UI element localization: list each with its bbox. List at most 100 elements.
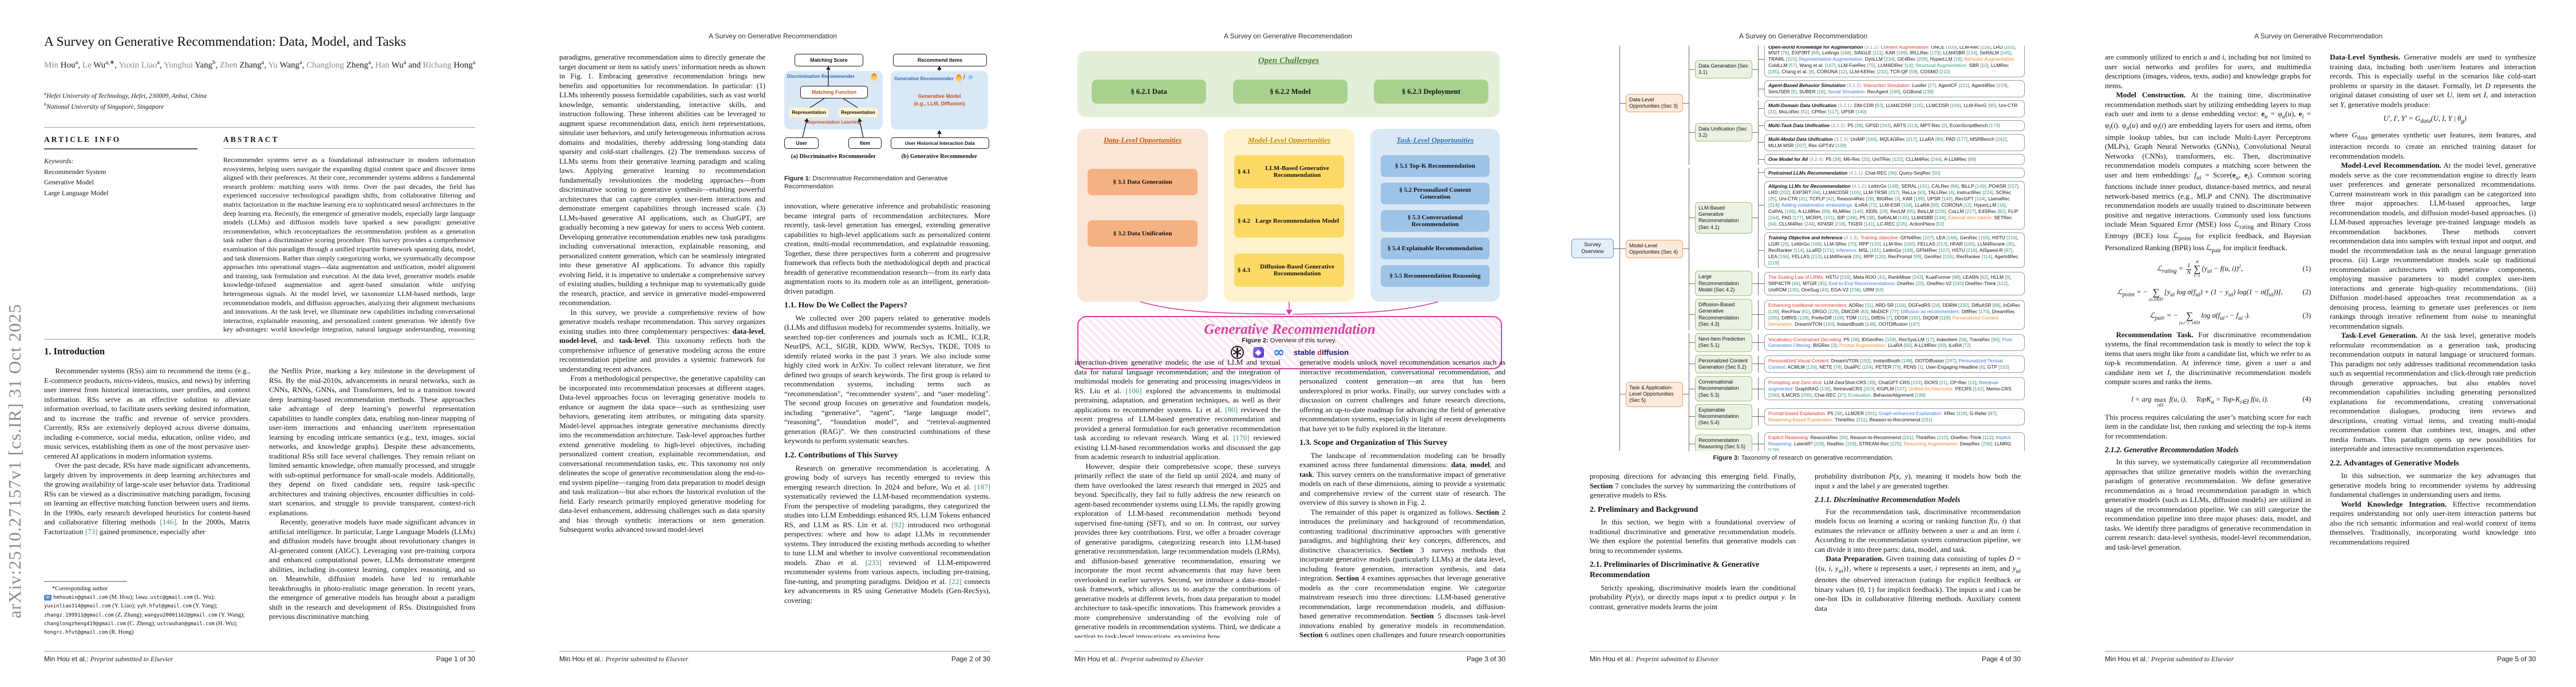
taxonomy-node: Data-Level Opportunities (Sec 3) — [1626, 93, 1683, 113]
taxonomy-leaf: The Scaling Law of LRMs: HSTU [216], Met… — [1764, 271, 2025, 295]
taxonomy-node: Explainable Recommendation (Sec 5.4) — [1695, 404, 1752, 429]
taxonomy-leaf: Multi-Domain Data Unification (3.2.1): D… — [1764, 100, 2025, 117]
taxonomy-node: Next-Item Prediction (Sec 5.1) — [1695, 333, 1752, 352]
paragraph: World Knowledge Integration. Effective r… — [2330, 499, 2536, 546]
snowflake-icon: ❄ — [968, 74, 974, 81]
taxonomy-leaf: Training Objective and Inference (4.1.3)… — [1764, 232, 2025, 269]
data-level-panel: Data-Level Opportunities§ 3.1 Data Gener… — [1077, 129, 1208, 302]
paragraph: We collected over 200 papers related to … — [784, 313, 990, 445]
section-heading: 1.2. Contributions of This Survey — [784, 451, 898, 460]
stable-diffusion-wordmark: stable diffusion — [1293, 348, 1349, 357]
discriminative-container — [784, 71, 883, 129]
abstract-text: Recommender systems serve as a foundatio… — [223, 156, 475, 334]
opportunity-box: § 3.2 Data Unification — [1088, 220, 1198, 247]
opportunity-box: § 5.4 Explainable Recommendation — [1381, 238, 1490, 259]
paragraph: In this section, we begin with a foundat… — [1590, 518, 1796, 555]
footer-rule — [1590, 651, 2021, 652]
footnote: *Corresponding author ✉hmhoumin@gmail.co… — [44, 585, 251, 637]
article-info-heading: ARTICLE INFO — [44, 135, 121, 144]
paragraph: For the recommendation task, discriminat… — [1815, 507, 2021, 554]
paragraph: paradigms, generative recommendation aim… — [559, 53, 765, 307]
taxonomy-node: Diffusion-Based Generative Recommendatio… — [1695, 299, 1752, 331]
paragraph: The landscape of recommendation modeling… — [1299, 451, 1506, 507]
paragraph: probability distribution P(x, y), meanin… — [1815, 472, 2021, 490]
item-box: Item — [848, 137, 882, 149]
matching-function-box: Matching Function — [800, 86, 868, 98]
meta-logo: ∞ — [1273, 344, 1285, 360]
paragraph: Research on generative recommendation is… — [784, 463, 990, 605]
page-number: Page 5 of 30 — [2496, 655, 2536, 663]
keywords-block: Keywords: Recommender System Generative … — [44, 156, 204, 198]
paragraph: However, despite their comprehensive sco… — [1074, 461, 1281, 638]
opportunity-box: § 5.5 Recommendation Reasoning — [1381, 265, 1490, 287]
representation-box: Representation — [838, 108, 878, 117]
taxonomy-node: Model-Level Opportunities (Sec 4) — [1626, 239, 1683, 259]
column-left: Recommender systems (RSs) aim to recomme… — [44, 366, 250, 577]
generative-label: Generative Recommender — [894, 76, 954, 81]
figure2-arrows — [1140, 301, 1439, 315]
open-challenges-panel: Open Challenges § 6.2.1 Data§ 6.2.2 Mode… — [1077, 51, 1500, 117]
column-left: proposing directions for advancing this … — [1590, 472, 1796, 638]
taxonomy-leaf: Explicit Reasoning: Reason4Rec [30], Rea… — [1764, 432, 2025, 451]
generative-recommendation-title: Generative Recommendation — [1204, 322, 1376, 337]
column-right: probability distribution P(x, y), meanin… — [1815, 472, 2021, 638]
page-footer: Min Hou et al.: Preprint submitted to El… — [2105, 655, 2536, 664]
paragraph: are commonly utilized to enrich u and i,… — [2105, 53, 2311, 90]
page-footer: Min Hou et al.: Preprint submitted to El… — [559, 655, 990, 664]
figure-1: Matching Score Discriminative Recommende… — [784, 53, 990, 170]
taxonomy-leaf: Agent-Based Behavior Simulation (3.1.2):… — [1764, 80, 2025, 97]
footnote-rule — [44, 581, 127, 582]
running-header: A Survey on Generative Recommendation — [2254, 32, 2383, 40]
footer-rule — [559, 651, 990, 652]
slash: / — [963, 74, 965, 81]
section-heading: 2. Preliminary and Background — [1590, 505, 1698, 514]
subsection-heading: 2.1.1. Discriminative Recommendation Mod… — [1815, 495, 1961, 504]
panel-title: Model-Level Opportunities — [1247, 136, 1331, 144]
taxonomy-leaf: Enhancing traditional recommenders: ADRe… — [1764, 299, 2025, 330]
taxonomy-node: Task & Application-Level Opportunities (… — [1626, 381, 1683, 407]
paragraph: This process requires calculating the us… — [2105, 412, 2311, 440]
opportunity-box: § 3.1 Data Generation — [1088, 169, 1198, 195]
taxonomy-leaf: Pretrained LLMs Recommendation (4.1.1): … — [1764, 167, 2025, 179]
paragraph: Task-Level Generation. At the task level… — [2330, 331, 2536, 453]
page-4: A Survey on Generative Recommendation Su… — [1546, 0, 2061, 687]
taxonomy-node: Recommendation Reasoning (Sec 5.5) — [1695, 434, 1752, 451]
footer-left: Min Hou et al.: Preprint submitted to El… — [1590, 655, 1719, 663]
page-number: Page 1 of 30 — [436, 655, 475, 663]
column-left: interaction-driven generative models; th… — [1074, 358, 1281, 638]
taxonomy-node: LLM-Based Generative Recommendation (Sec… — [1695, 202, 1752, 234]
keyword: Large Language Model — [44, 188, 109, 197]
generative-model-label: Generative Model (e.g., LLM, Diffusion) — [914, 93, 965, 106]
paragraph: Model-Level Recommendation. At the model… — [2330, 161, 2536, 330]
taxonomy-leaf: Multi-Task Data Unification (3.2.2): P5 … — [1764, 120, 2025, 131]
open-challenge-box: § 6.2.3 Deployment — [1374, 80, 1488, 104]
page-3: A Survey on Generative Recommendation Op… — [1030, 0, 1546, 687]
purple-ai-logo — [1253, 347, 1264, 358]
figure-2: Open Challenges § 6.2.1 Data§ 6.2.2 Mode… — [1072, 49, 1507, 369]
generative-recommendation-panel: Generative Recommendation ∞ stable diffu… — [1077, 316, 1502, 369]
equation: U′, I′, Y′ = Gdata(U, I, Y | θg) — [2383, 114, 2467, 125]
affiliation-a: aHefei University of Technology, Hefei, … — [44, 91, 207, 100]
column-right: Data-Level Synthesis. Generative models … — [2330, 53, 2536, 639]
openai-logo — [1230, 346, 1244, 359]
panel-title: Task-Level Opportunities — [1396, 136, 1474, 144]
abstract-heading: ABSTRACT — [223, 135, 279, 144]
figure2-caption: Figure 2: Overview of this survey. — [1242, 337, 1337, 344]
section-heading: 1.1. How Do We Collect the Papers? — [784, 301, 908, 310]
taxonomy-leaf: Prompt-based Explanation: P5 [38], LLM2E… — [1764, 408, 2025, 425]
paragraph: Recently, generative models have made si… — [269, 518, 475, 621]
paper-title: A Survey on Generative Recommendation: D… — [44, 34, 406, 49]
opportunity-box: § 5.1 Top-K Recommendation — [1381, 155, 1490, 177]
section-heading: 2.2. Advantages of Generative Models — [2330, 459, 2459, 468]
user-box: User — [784, 137, 819, 149]
keyword: Generative Model — [44, 178, 94, 187]
keywords-label: Keywords: — [44, 157, 74, 165]
representation-learning-label: Representation Learning — [806, 120, 861, 125]
page-number: Page 4 of 30 — [1981, 655, 2021, 663]
taxonomy-leaf: One Model for All (3.2.4): P5 [38], M6-R… — [1764, 153, 2025, 165]
